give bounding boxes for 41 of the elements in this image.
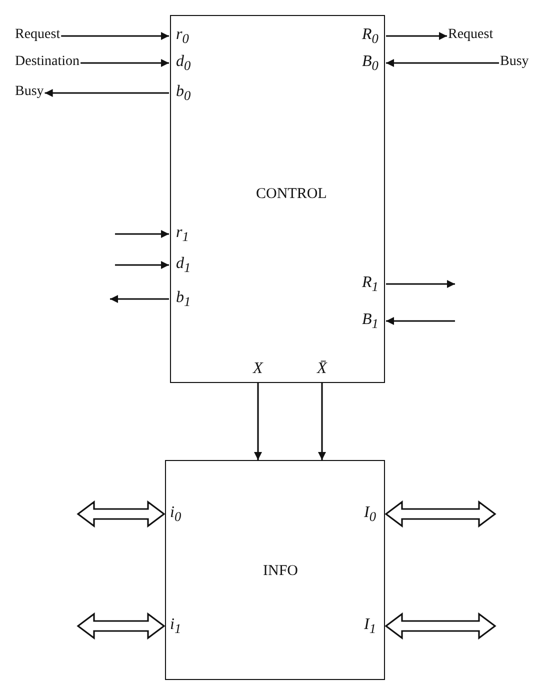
arrow — [80, 59, 169, 67]
arrow — [386, 280, 455, 288]
pin-name: d$_{0}$ — [176, 53, 191, 76]
pin-name: b$_{0}$ — [176, 83, 191, 106]
arrow — [386, 317, 455, 325]
pin-name: r$_{1}$ — [176, 224, 189, 246]
arrow — [386, 59, 499, 67]
signal-label: Request — [15, 27, 60, 43]
block-box — [170, 15, 385, 383]
double-arrow — [384, 500, 496, 528]
pin-name: B$_{1}$ — [362, 311, 378, 334]
double-arrow — [76, 612, 166, 640]
pin-name: i$_{0}$ — [170, 504, 182, 526]
pin-name: d$_{1}$ — [176, 255, 191, 278]
pin-name: i$_{1}$ — [170, 616, 182, 638]
signal-label: Busy — [500, 54, 529, 70]
arrow — [115, 230, 169, 238]
pin-name: X — [253, 360, 263, 378]
block-title: INFO — [263, 563, 298, 580]
arrow — [110, 295, 169, 303]
double-arrow — [76, 500, 166, 528]
pin-name: I$_{1}$ — [364, 616, 376, 638]
signal-label: Request — [448, 27, 494, 43]
pin-name: R$_{0}$ — [362, 26, 378, 48]
pin-name: I$_{0}$ — [364, 504, 376, 526]
arrow — [318, 383, 326, 460]
pin-name: b$_{1}$ — [176, 289, 191, 312]
pin-name: X̄ — [317, 360, 327, 378]
block-box — [165, 460, 385, 680]
pin-name: r$_{0}$ — [176, 26, 189, 48]
signal-label: Busy — [15, 84, 44, 100]
pin-name: R$_{1}$ — [362, 274, 378, 296]
arrow — [386, 32, 447, 40]
signal-label: Destination — [15, 54, 80, 70]
arrow — [61, 32, 169, 40]
block-title: CONTROL — [256, 186, 327, 203]
pin-name: B$_{0}$ — [362, 53, 378, 76]
arrow — [254, 383, 262, 460]
double-arrow — [384, 612, 496, 640]
arrow — [115, 261, 169, 269]
arrow — [44, 89, 169, 97]
